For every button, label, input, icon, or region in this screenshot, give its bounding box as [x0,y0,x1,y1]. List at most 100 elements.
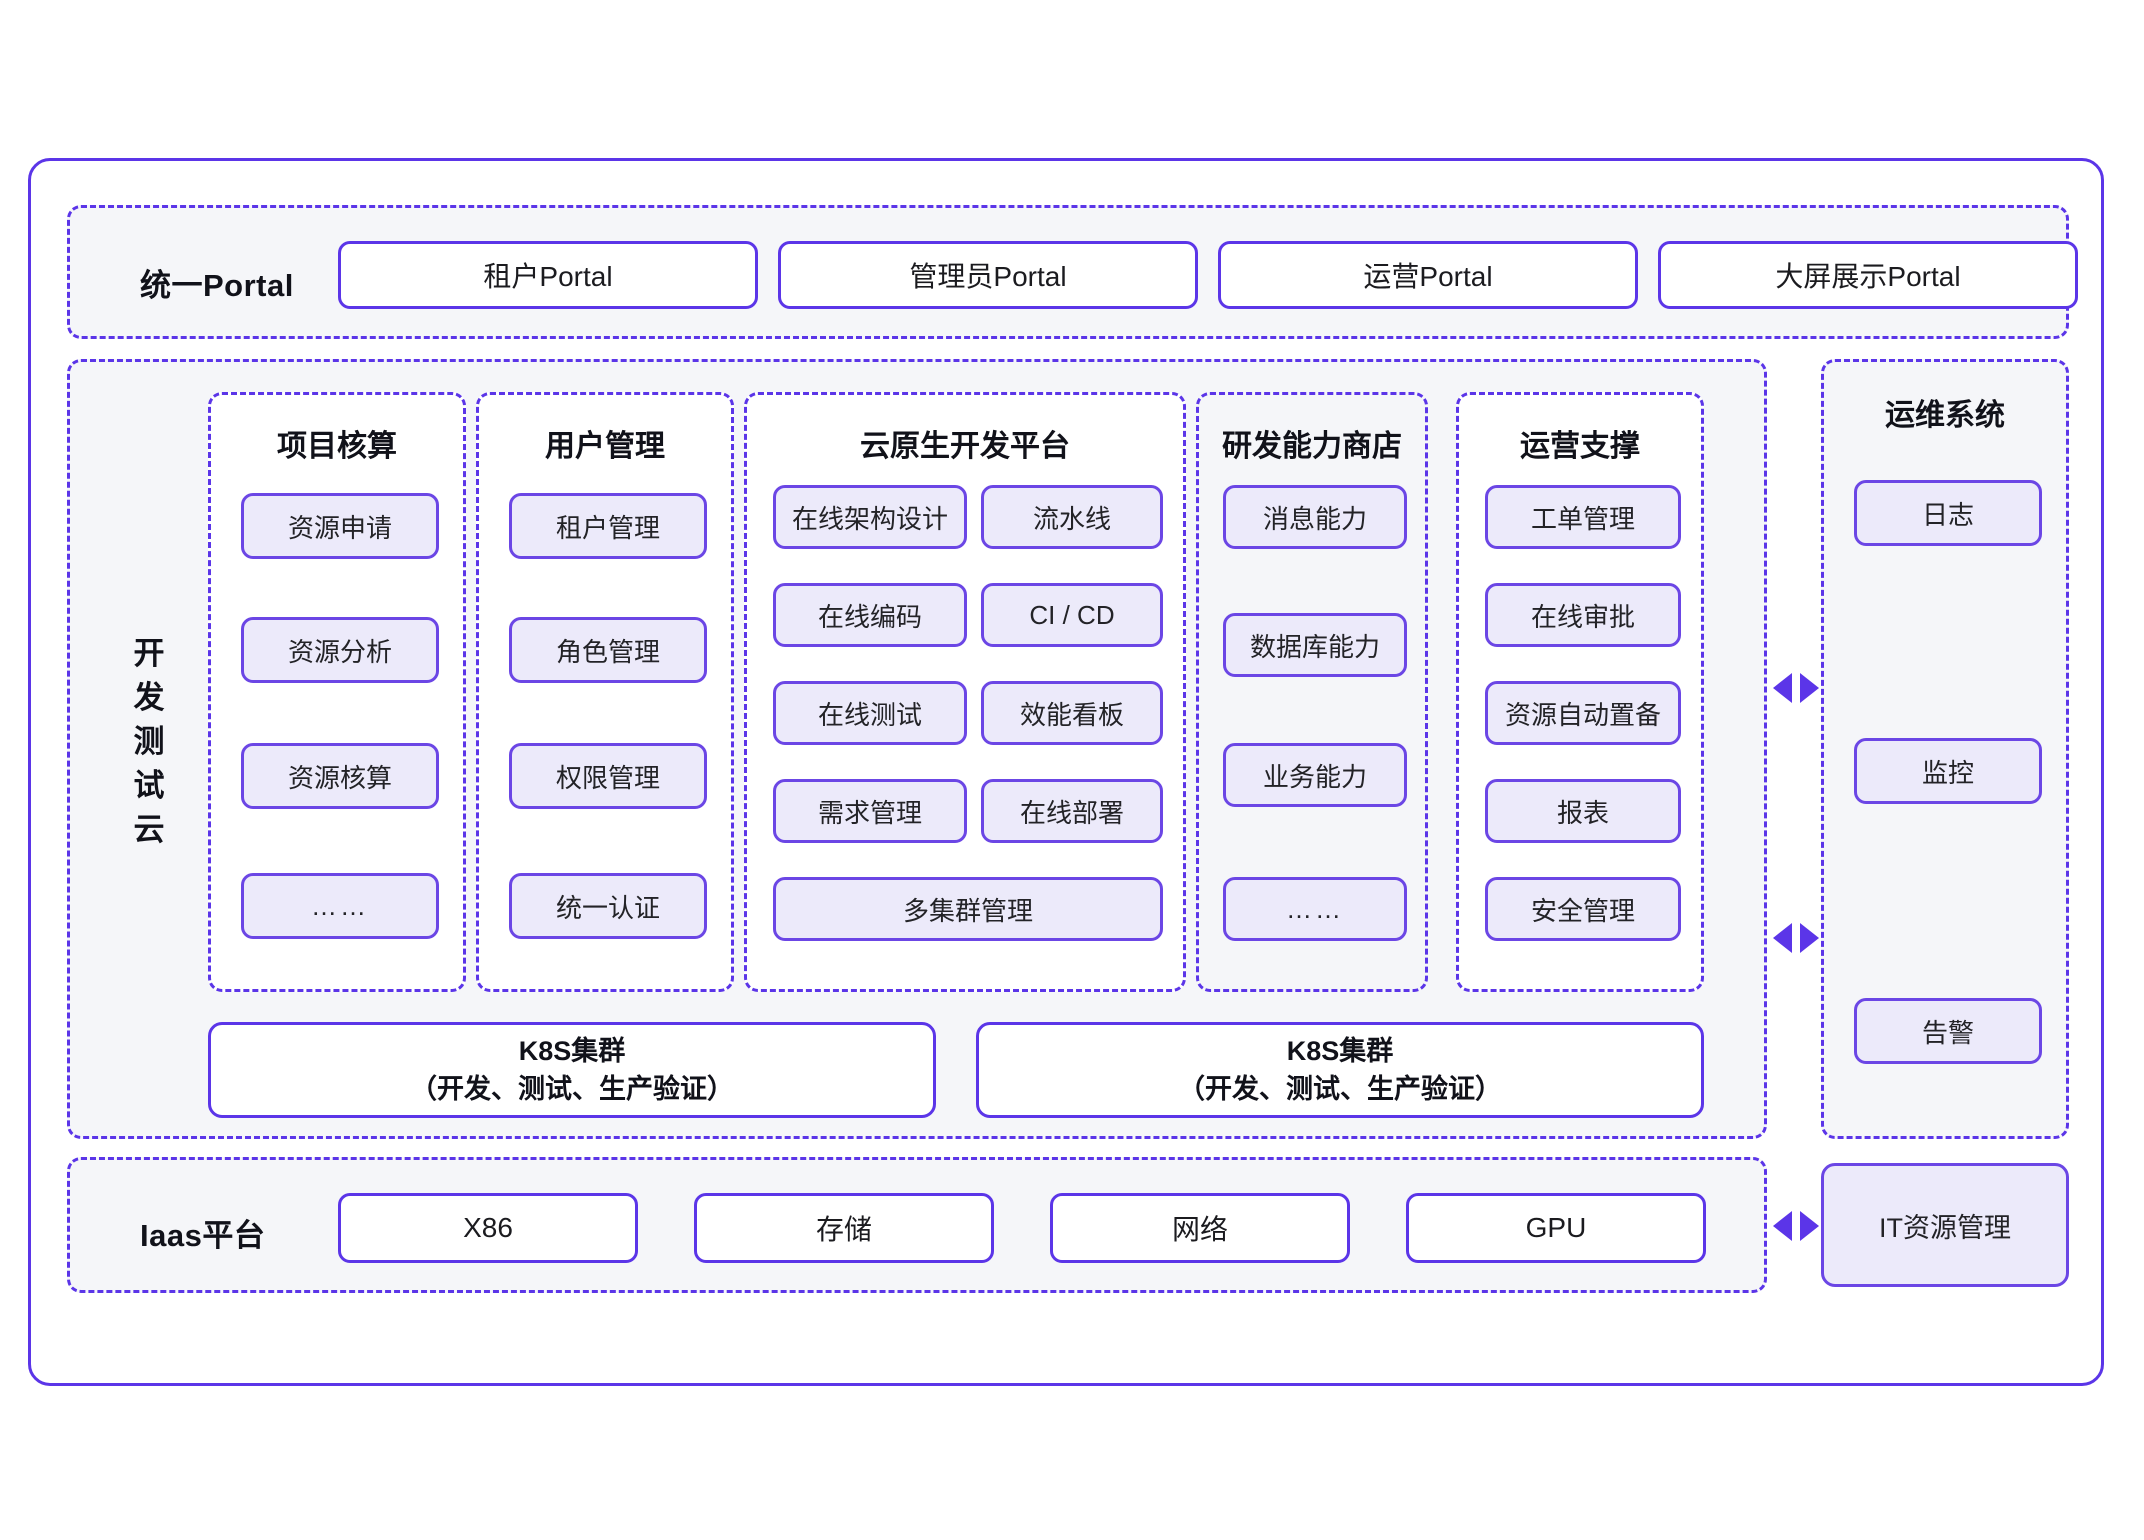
k8s-cluster-box-2[interactable]: K8S集群 （开发、测试、生产验证） [976,1022,1704,1118]
chip-label: 在线编码 [817,601,922,632]
arrow-left-icon [1773,923,1792,953]
k8s-title: K8S集群 [1286,1036,1394,1066]
chip-label: 业务能力 [1262,761,1367,792]
chip-multi-cluster-management[interactable]: 多集群管理 [773,877,1163,941]
chip-label: 资源自动置备 [1504,699,1661,730]
portal-item-admin[interactable]: 管理员Portal [778,241,1198,309]
chip-report[interactable]: 报表 [1485,779,1681,843]
chip-label: 监控 [1921,757,1974,788]
column-title: 用户管理 [545,430,665,463]
chip-label: CI / CD [1029,599,1115,630]
k8s-subtitle: （开发、测试、生产验证） [410,1074,734,1104]
dev-test-cloud-label: 开 发 测 试 云 [126,632,172,852]
chip-requirement-management[interactable]: 需求管理 [773,779,967,843]
it-resource-management-box[interactable]: IT资源管理 [1821,1163,2069,1287]
chip-online-testing[interactable]: 在线测试 [773,681,967,745]
chip-online-coding[interactable]: 在线编码 [773,583,967,647]
portal-item-label: 大屏展示Portal [1775,261,1961,292]
chip-label: 权限管理 [555,762,660,793]
connector-arrow-ops-lower [1773,923,1819,953]
connector-arrow-ops-upper [1773,673,1819,703]
chip-label: 效能看板 [1019,699,1124,730]
chip-more[interactable]: …… [1223,877,1407,941]
chip-log[interactable]: 日志 [1854,480,2042,546]
chip-role-management[interactable]: 角色管理 [509,617,707,683]
chip-label: 资源申请 [287,512,392,543]
column-title: 云原生开发平台 [860,430,1070,463]
chip-label: 在线审批 [1530,601,1635,632]
portal-item-tenant[interactable]: 租户Portal [338,241,758,309]
chip-label: 多集群管理 [902,895,1033,926]
chip-label: 告警 [1921,1017,1974,1048]
ops-system-section: 运维系统 日志 监控 告警 [1821,359,2069,1139]
column-title: 研发能力商店 [1222,430,1402,463]
chip-auto-resource-provisioning[interactable]: 资源自动置备 [1485,681,1681,745]
k8s-cluster-box-1[interactable]: K8S集群 （开发、测试、生产验证） [208,1022,936,1118]
k8s-title: K8S集群 [518,1036,626,1066]
iaas-item-gpu[interactable]: GPU [1406,1193,1706,1263]
chip-label: 报表 [1556,797,1609,828]
column-project-accounting: 项目核算 资源申请 资源分析 资源核算 …… [208,392,466,992]
chip-label: 工单管理 [1530,503,1635,534]
connector-arrow-iaas [1773,1211,1819,1241]
column-cloud-native-platform: 云原生开发平台 在线架构设计 流水线 在线编码 CI / CD 在线测试 效能看… [744,392,1186,992]
iaas-item-label: 网络 [1171,1214,1228,1245]
chip-label: 安全管理 [1530,895,1635,926]
chip-resource-accounting[interactable]: 资源核算 [241,743,439,809]
chip-more[interactable]: …… [241,873,439,939]
dev-test-cloud-section: 开 发 测 试 云 项目核算 资源申请 资源分析 资源核算 …… 用户管理 [67,359,1767,1139]
chip-label: …… [1286,893,1344,924]
chip-label: 租户管理 [555,512,660,543]
chip-label: …… [311,890,369,921]
chip-security-management[interactable]: 安全管理 [1485,877,1681,941]
chip-ci-cd[interactable]: CI / CD [981,583,1163,647]
chip-alarm[interactable]: 告警 [1854,998,2042,1064]
it-resource-label: IT资源管理 [1879,1212,2011,1243]
chip-resource-apply[interactable]: 资源申请 [241,493,439,559]
chip-message-capability[interactable]: 消息能力 [1223,485,1407,549]
chip-label: 需求管理 [817,797,922,828]
arrow-left-icon [1773,673,1792,703]
k8s-subtitle: （开发、测试、生产验证） [1178,1074,1502,1104]
chip-efficiency-dashboard[interactable]: 效能看板 [981,681,1163,745]
iaas-item-label: GPU [1525,1212,1587,1243]
chip-online-architecture-design[interactable]: 在线架构设计 [773,485,967,549]
chip-permission-management[interactable]: 权限管理 [509,743,707,809]
column-title: 项目核算 [277,430,397,463]
arrow-right-icon [1800,673,1819,703]
portal-item-label: 管理员Portal [909,261,1067,292]
ops-system-title: 运维系统 [1885,399,2005,432]
chip-tenant-management[interactable]: 租户管理 [509,493,707,559]
devtest-char: 开 [133,636,165,671]
column-user-management: 用户管理 租户管理 角色管理 权限管理 统一认证 [476,392,734,992]
portal-item-label: 运营Portal [1363,261,1493,292]
chip-label: 资源核算 [287,762,392,793]
portal-section-label: 统一Portal [140,268,294,303]
chip-pipeline[interactable]: 流水线 [981,485,1163,549]
portal-item-bigscreen[interactable]: 大屏展示Portal [1658,241,2078,309]
chip-business-capability[interactable]: 业务能力 [1223,743,1407,807]
chip-online-approval[interactable]: 在线审批 [1485,583,1681,647]
chip-monitor[interactable]: 监控 [1854,738,2042,804]
devtest-char: 发 [133,680,165,715]
iaas-item-label: X86 [463,1212,513,1243]
chip-label: 资源分析 [287,636,392,667]
iaas-platform-label: Iaas平台 [140,1218,266,1253]
iaas-item-x86[interactable]: X86 [338,1193,638,1263]
chip-label: 数据库能力 [1249,631,1380,662]
chip-online-deployment[interactable]: 在线部署 [981,779,1163,843]
iaas-item-storage[interactable]: 存储 [694,1193,994,1263]
iaas-platform-section: Iaas平台 X86 存储 网络 GPU [67,1157,1767,1293]
portal-item-operation[interactable]: 运营Portal [1218,241,1638,309]
devtest-char: 测 [133,724,165,759]
chip-resource-analysis[interactable]: 资源分析 [241,617,439,683]
chip-label: 消息能力 [1262,503,1367,534]
chip-ticket-management[interactable]: 工单管理 [1485,485,1681,549]
iaas-item-network[interactable]: 网络 [1050,1193,1350,1263]
chip-database-capability[interactable]: 数据库能力 [1223,613,1407,677]
chip-label: 统一认证 [555,892,660,923]
column-rd-capability-store: 研发能力商店 消息能力 数据库能力 业务能力 …… [1196,392,1428,992]
iaas-item-label: 存储 [815,1214,872,1245]
chip-label: 角色管理 [555,636,660,667]
chip-unified-auth[interactable]: 统一认证 [509,873,707,939]
